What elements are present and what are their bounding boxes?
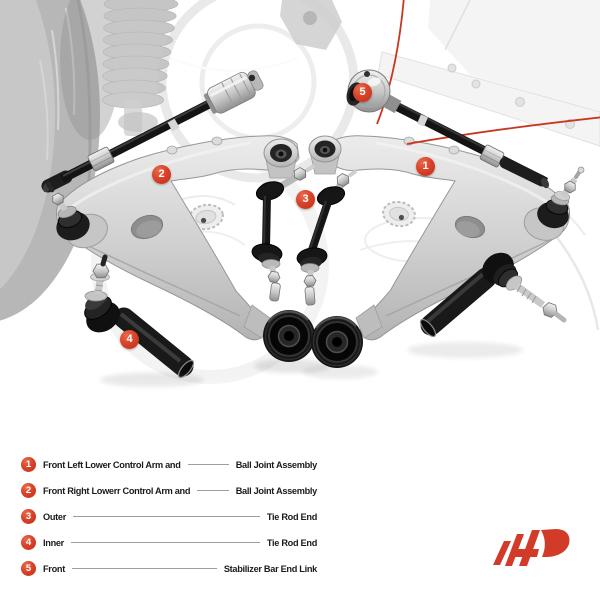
- red-highlight-arc: [406, 116, 600, 145]
- legend-left-label: Front Left Lower Control Arm and: [43, 459, 181, 470]
- brand-logo-icon: [493, 529, 570, 566]
- legend-bullet-4: 4: [21, 535, 36, 550]
- jam-nut: [87, 146, 115, 172]
- callout-5: 5: [353, 83, 372, 102]
- legend-right-label: Tie Rod End: [266, 537, 317, 548]
- legend-row-2: 2 Front Right Lowerr Control Arm and Bal…: [21, 483, 317, 498]
- callout-2: 2: [152, 165, 171, 184]
- suspension-kit-photo: [0, 0, 600, 458]
- ball-joint-right: [523, 166, 585, 241]
- red-leader-line: [376, 0, 405, 125]
- control-arm-right: [308, 135, 570, 341]
- legend-connector-line: [187, 464, 229, 465]
- subframe: [377, 0, 600, 331]
- legend-right-label: Ball Joint Assembly: [235, 459, 318, 470]
- arm-bushing-right: [311, 316, 363, 368]
- control-arm-left: [56, 135, 300, 341]
- legend-connector-line: [197, 490, 229, 491]
- callout-3: 3: [296, 190, 315, 209]
- cable: [169, 56, 299, 72]
- legend-bullet-1: 1: [21, 457, 36, 472]
- legend-row-5: 5 Front Stabilizer Bar End Link: [21, 561, 317, 576]
- outer-tie-rod-left: [84, 254, 204, 387]
- legend-connector-line: [73, 516, 260, 517]
- photo-fade: [0, 372, 600, 458]
- outer-tie-rod-right: [407, 252, 567, 358]
- legend-right-label: Stabilizer Bar End Link: [223, 563, 317, 574]
- callout-4: 4: [120, 330, 139, 349]
- cam-washer-right: [382, 200, 416, 228]
- ball-joint-left: [45, 181, 108, 249]
- strut-mount: [280, 0, 342, 50]
- legend-bullet-5: 5: [21, 561, 36, 576]
- legend-connector-line: [70, 542, 260, 543]
- cam-washer-left: [188, 203, 224, 231]
- legend-left-label: Inner: [43, 537, 64, 548]
- legend-bullet-3: 3: [21, 509, 36, 524]
- legend-left-label: Front Right Lowerr Control Arm and: [43, 485, 191, 496]
- legend-right-label: Ball Joint Assembly: [235, 485, 318, 496]
- legend-bullet-2: 2: [21, 483, 36, 498]
- strut-boot: [60, 0, 179, 140]
- legend-left-label: Front: [43, 563, 65, 574]
- red-highlight-lines: [376, 0, 600, 145]
- callout-1: 1: [416, 157, 435, 176]
- legend-row-1: 1 Front Left Lower Control Arm and Ball …: [21, 457, 317, 472]
- legend-row-3: 3 Outer Tie Rod End: [21, 509, 317, 524]
- legend-right-label: Tie Rod End: [266, 511, 317, 522]
- inner-rod-socket: [203, 70, 264, 114]
- parts-legend: 1 Front Left Lower Control Arm and Ball …: [21, 457, 317, 587]
- stabilizer-link-right: [296, 169, 358, 306]
- legend-row-4: 4 Inner Tie Rod End: [21, 535, 317, 550]
- arm-bushing-left: [263, 310, 315, 362]
- legend-connector-line: [71, 568, 217, 569]
- jam-nut: [479, 144, 505, 168]
- stabilizer-link-left: [251, 164, 316, 302]
- rear-bushing-eye-right: [308, 135, 342, 175]
- legend-left-label: Outer: [43, 511, 67, 522]
- rear-bushing-eye-left: [263, 138, 299, 179]
